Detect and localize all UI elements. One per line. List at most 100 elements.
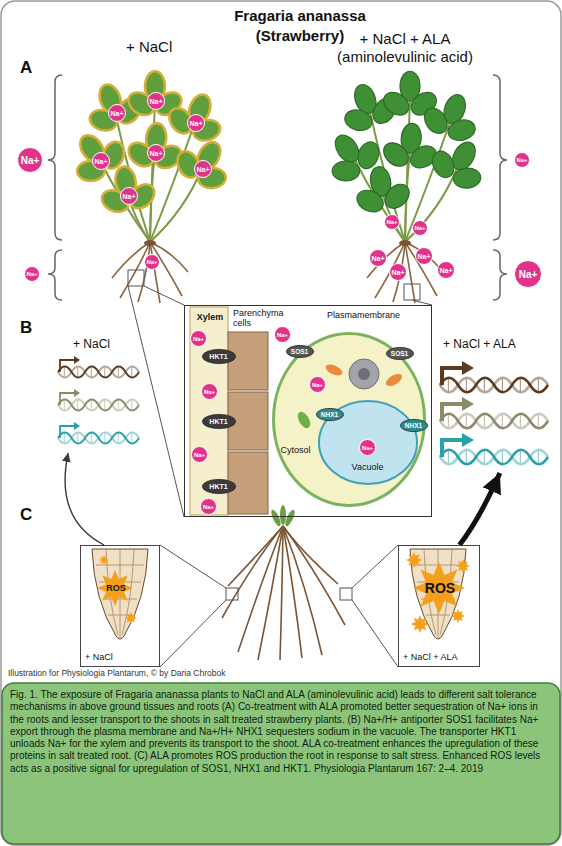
sodium-ion: Na+ bbox=[274, 326, 291, 343]
node-text: Na+ bbox=[122, 193, 135, 200]
node-text: + NaCl bbox=[73, 338, 158, 352]
node-text: Na+ bbox=[391, 269, 404, 276]
node-text: Na+ bbox=[204, 389, 215, 395]
sodium-ion: Na+ bbox=[147, 144, 165, 162]
bracket bbox=[493, 250, 507, 300]
node-text: Xylem bbox=[193, 312, 227, 322]
treatment-label: + NaCl bbox=[126, 38, 172, 56]
root-system bbox=[222, 526, 345, 660]
node-text: Cytosol bbox=[281, 445, 323, 455]
transporter-protein-outline bbox=[386, 347, 413, 359]
transporter-protein: HKT1 bbox=[202, 349, 236, 364]
root-system bbox=[280, 505, 286, 525]
sodium-ion-outline bbox=[18, 148, 43, 173]
transporter-protein: HKT1 bbox=[202, 479, 236, 494]
plant-roots bbox=[144, 240, 156, 246]
root-tip-box: ROS+ NaCl bbox=[80, 545, 160, 667]
sodium-ion: Na+ bbox=[191, 446, 208, 463]
node-text: Na+ bbox=[21, 155, 40, 166]
node-text: Na+ bbox=[414, 225, 425, 231]
node-text: Na+ bbox=[110, 110, 123, 117]
promoter-arrow bbox=[442, 404, 462, 421]
sodium-ion: Na+ bbox=[359, 439, 376, 456]
sodium-ion-outline bbox=[360, 440, 376, 456]
root-system bbox=[222, 526, 283, 618]
vacuole-outline bbox=[319, 401, 417, 484]
node-text: Na+ bbox=[277, 332, 288, 338]
sodium-ion: Na+ bbox=[514, 152, 530, 168]
sodium-ion: Na+ bbox=[415, 247, 433, 265]
sodium-ion: Na+ bbox=[24, 266, 40, 282]
promoter-arrow bbox=[462, 433, 474, 447]
nucleus bbox=[349, 359, 379, 389]
inset-ground bbox=[184, 305, 432, 517]
node-text: + NaCl bbox=[85, 652, 157, 662]
healthy-leaf bbox=[348, 161, 417, 220]
sodium-ion: Na+ bbox=[389, 263, 407, 281]
gene-group: + NaCl + ALA bbox=[435, 338, 553, 473]
node-text: Na+ bbox=[203, 504, 214, 510]
zoom-lines bbox=[160, 600, 226, 667]
node-text: SOS1 bbox=[291, 348, 308, 355]
transporter-protein-outline bbox=[202, 349, 235, 363]
sodium-ion-outline bbox=[202, 384, 218, 400]
sodium-ion-outline bbox=[109, 105, 126, 122]
root-tip-box: ROS + NaCl + ALA bbox=[398, 545, 480, 667]
transporter-protein-outline bbox=[202, 479, 235, 493]
zoom-lines bbox=[352, 545, 398, 588]
plant-cell: CytosolSOS1SOS1Na+VacuoleNHX1NHX1Na+ bbox=[272, 332, 426, 507]
transporter-protein: HKT1 bbox=[202, 414, 236, 429]
root-tip bbox=[92, 549, 466, 639]
zoom-lines bbox=[128, 270, 144, 286]
sodium-ion: Na+ bbox=[200, 498, 217, 515]
transporter-protein-outline bbox=[202, 414, 235, 428]
gene-helix bbox=[440, 378, 548, 392]
sodium-ion: Na+ bbox=[144, 254, 160, 270]
sodium-ion-outline bbox=[192, 447, 208, 463]
stressed-leaf bbox=[93, 161, 162, 220]
node-text: Parenchyma cells bbox=[233, 308, 293, 329]
zoom-lines bbox=[128, 270, 432, 517]
parenchyma-cell bbox=[228, 332, 268, 390]
zoom-lines bbox=[226, 588, 238, 600]
sodium-ion-outline bbox=[385, 215, 400, 230]
node-text: NHX1 bbox=[321, 411, 338, 418]
sodium-ion-outline bbox=[310, 377, 326, 393]
root-system bbox=[228, 526, 283, 586]
gene-helix bbox=[440, 450, 548, 464]
node-text: Na+ bbox=[362, 445, 373, 451]
stressed-leaf bbox=[159, 84, 233, 151]
zoom-lines bbox=[352, 600, 398, 667]
sodium-ion-outline bbox=[438, 262, 455, 279]
sodium-ion: Na+ bbox=[412, 220, 428, 236]
node-text: HKT1 bbox=[209, 353, 227, 360]
ros-burst bbox=[99, 555, 109, 565]
credit-note: Illustration for Physiologia Plantarum, … bbox=[8, 668, 225, 678]
node-text: + NaCl + ALA bbox=[403, 652, 477, 662]
mitochondrion bbox=[383, 371, 403, 388]
sodium-ion: Na+ bbox=[514, 260, 542, 288]
root-system bbox=[222, 505, 345, 660]
node-text: NHX1 bbox=[405, 422, 422, 429]
ros-burst bbox=[97, 570, 133, 606]
promoter-arrow bbox=[74, 356, 80, 364]
promoter-arrow bbox=[60, 393, 74, 405]
node-text: Na+ bbox=[519, 269, 538, 280]
panel-letter: C bbox=[20, 505, 32, 525]
sodium-ion-outline bbox=[195, 161, 212, 178]
sodium-ion-outline bbox=[148, 145, 165, 162]
sodium-ion: Na+ bbox=[194, 160, 212, 178]
root-tip bbox=[410, 549, 466, 639]
plant-cell-outline bbox=[273, 333, 424, 505]
node-text: Na+ bbox=[94, 158, 107, 165]
inset-panel: XylemParenchyma cellsPlasmamembraneHKT1H… bbox=[184, 305, 432, 517]
node-text: ROS bbox=[415, 580, 465, 596]
promoter-arrow bbox=[74, 389, 80, 397]
sodium-ion-outline bbox=[148, 93, 165, 110]
sodium-ion: Na+ bbox=[147, 92, 165, 110]
node-text: Na+ bbox=[516, 157, 527, 163]
ros-burst bbox=[97, 552, 470, 633]
sodium-ion: Na+ bbox=[369, 249, 387, 267]
sodium-ion-outline bbox=[416, 248, 433, 265]
